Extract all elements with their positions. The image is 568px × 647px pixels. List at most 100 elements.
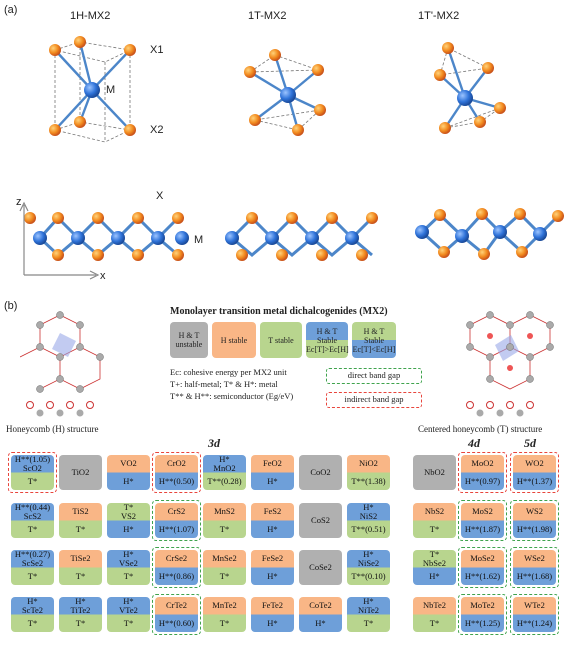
atom-label-m-side: M	[194, 234, 204, 246]
indirect-gap-ring	[152, 452, 201, 493]
tile-formula: TiSe2	[70, 553, 91, 564]
legend-ht2-l2: Stable	[364, 335, 384, 345]
tile-bottom-value: H**(0.50)	[158, 475, 195, 486]
tile-bottom-value: H**(1.37)	[516, 475, 553, 486]
tile-formula: TiS2	[72, 506, 89, 517]
tile-bottom-value: H**(0.86)	[158, 570, 195, 581]
tile-formula: ScSe2	[21, 557, 44, 568]
tile-bottom-value: T*	[219, 617, 230, 628]
tile-bottom-value: H**(1.87)	[464, 523, 501, 534]
direct-gap-ring	[152, 547, 201, 588]
tile-bottom-value: T**(0.28)	[207, 475, 242, 486]
legend-notes: Ec: cohesive energy per MX2 unit T+: hal…	[170, 366, 293, 402]
indirect-gap-ring	[458, 452, 507, 493]
tile-formula: WS2	[526, 506, 543, 517]
legend-unstable: H & T unstable	[170, 322, 208, 358]
legend-ht1-l2: Stable	[317, 335, 337, 345]
tile-bottom-value: H*	[267, 570, 278, 581]
tile-tio2: TiO2	[59, 455, 102, 490]
tile-formula: NiO2	[359, 458, 378, 469]
atoms-1t	[244, 49, 326, 136]
direct-gap-ring	[510, 500, 559, 541]
tile-formula: CoSe2	[309, 562, 332, 572]
tile-formula: NiS2	[359, 510, 378, 521]
tile-bottom-value: H*	[315, 617, 326, 628]
tile-bottom-value: T*	[429, 617, 440, 628]
tile-bottom-value: T*	[123, 570, 134, 581]
atoms-1tprime	[434, 42, 506, 134]
tile-formula: FeTe2	[261, 600, 284, 611]
tile-bottom-value: H**(1.24)	[516, 617, 553, 628]
tile-bottom-value: T*	[219, 523, 230, 534]
tile-bottom-value: H*	[123, 475, 134, 486]
honeycomb-h-lattice	[20, 311, 104, 417]
tile-bottom-value: T*	[27, 475, 38, 486]
tile-formula: VSe2	[119, 557, 138, 568]
axis-z-label: z	[16, 196, 22, 208]
legend-h-stable: H stable	[212, 322, 256, 358]
note-semiconductor: T** & H**: semiconductor (Eg/eV)	[170, 391, 294, 401]
direct-gap-ring	[152, 500, 201, 541]
crystal-structures-figure	[19, 36, 564, 280]
tile-bottom-value: T*	[219, 570, 230, 581]
tile-formula: CoTe2	[309, 600, 332, 611]
tile-top-value: H*	[123, 597, 134, 606]
legend-h-stable-text: H stable	[220, 335, 248, 345]
tile-bottom-value: H**(1.25)	[464, 617, 501, 628]
tile-nbo2: NbO2	[413, 455, 456, 490]
tile-formula: ScTe2	[21, 604, 44, 615]
legend-t-stable-text: T stable	[268, 335, 294, 345]
structure-1h	[53, 41, 132, 143]
atom-label-x1: X1	[150, 44, 164, 56]
tile-top-value: H*	[363, 503, 374, 512]
tile-bottom-value: T**(1.38)	[351, 475, 386, 486]
phase-label-1t: 1T-MX2	[248, 10, 287, 22]
side-view-1t	[225, 212, 378, 261]
phase-label-1h: 1H-MX2	[70, 10, 111, 22]
panel-b-title: Monolayer transition metal dichalcogenid…	[170, 306, 388, 317]
side-view-1tprime	[415, 208, 564, 260]
atom-label-x2: X2	[150, 124, 164, 136]
tile-bottom-value: T*	[429, 523, 440, 534]
tile-bottom-value: T*	[363, 617, 374, 628]
axis-x-label: x	[100, 270, 106, 282]
legend-ht2-l1: H & T	[363, 326, 385, 336]
tile-formula: NbO2	[424, 467, 445, 477]
tile-cose2: CoSe2	[299, 550, 342, 585]
tile-bottom-value: H*	[267, 475, 278, 486]
tile-formula: WTe2	[524, 600, 545, 611]
tile-top-value: H*	[219, 455, 230, 464]
tile-formula: WO2	[525, 458, 544, 469]
phase-label-1tprime: 1T'-MX2	[418, 10, 460, 22]
panel-a-label: (a)	[4, 4, 18, 16]
tile-formula: CoS2	[311, 515, 330, 525]
tile-formula: FeO2	[263, 458, 282, 469]
tile-top-value: H*	[363, 550, 374, 559]
tile-formula: ScO2	[23, 462, 42, 473]
tile-bottom-value: H*	[429, 570, 440, 581]
tile-formula: WSe2	[524, 553, 545, 564]
tile-bottom-value: T*	[75, 523, 86, 534]
tile-formula: FeS2	[263, 506, 282, 517]
tile-formula: CrSe2	[165, 553, 188, 564]
tile-top-value: H*	[123, 550, 134, 559]
tile-top-value: H*	[75, 597, 86, 606]
